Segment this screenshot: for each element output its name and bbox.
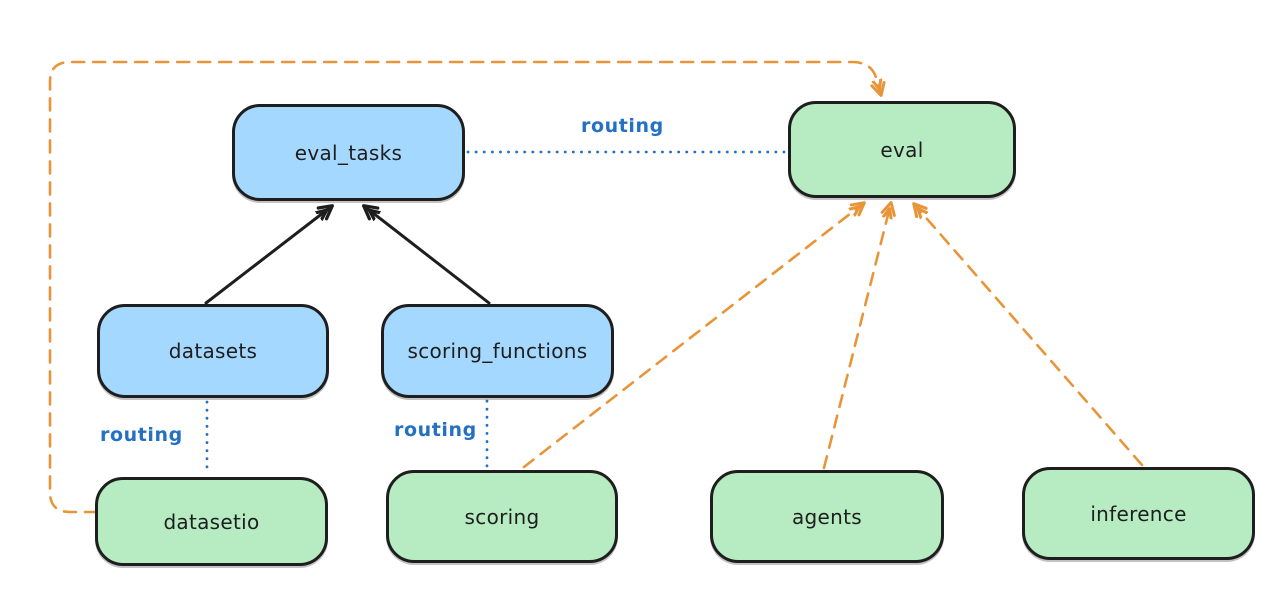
node-agents-label: agents	[792, 504, 862, 529]
edge-label-routing-scoring-functions-scoring: routing	[394, 419, 477, 441]
node-eval-tasks-label: eval_tasks	[294, 140, 403, 165]
edge-agents-eval	[822, 203, 891, 470]
edge-label-routing-eval-tasks-eval: routing	[581, 115, 664, 137]
node-scoring-functions-label: scoring_functions	[407, 339, 588, 363]
node-scoring-functions: scoring_functions	[381, 304, 614, 398]
node-datasets-label: datasets	[168, 339, 258, 363]
node-inference: inference	[1022, 467, 1255, 560]
node-scoring-label: scoring	[464, 504, 540, 529]
node-datasetio-label: datasetio	[163, 509, 260, 534]
edge-label-routing-datasets-datasetio: routing	[100, 424, 183, 446]
edge-scoring-eval	[522, 203, 864, 469]
node-eval: eval	[788, 101, 1016, 198]
node-eval-label: eval	[880, 137, 924, 162]
node-inference-label: inference	[1090, 501, 1187, 526]
edge-datasets-eval_tasks	[204, 206, 332, 305]
node-agents: agents	[710, 470, 944, 563]
edge-scoring_functions-eval_tasks	[364, 206, 491, 305]
node-datasetio: datasetio	[95, 477, 328, 566]
node-datasets: datasets	[97, 304, 329, 398]
edge-datasetio-eval	[48, 60, 881, 514]
node-eval-tasks: eval_tasks	[232, 104, 465, 201]
node-scoring: scoring	[386, 470, 618, 563]
edge-inference-eval	[914, 204, 1144, 467]
